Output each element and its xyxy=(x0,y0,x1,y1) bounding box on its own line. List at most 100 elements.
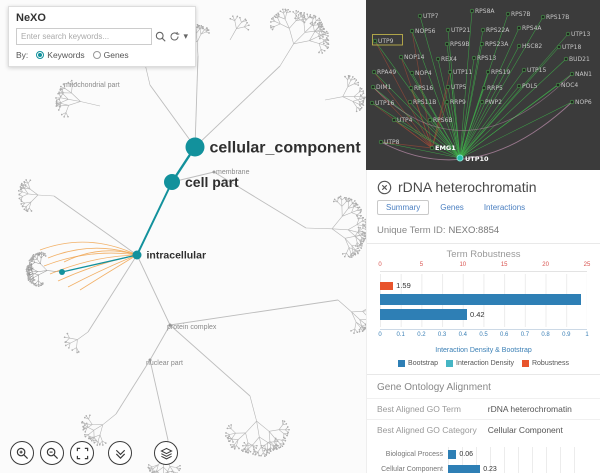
gene-node-RPS16[interactable]: RPS16 xyxy=(408,85,433,92)
svg-text:RPS4A: RPS4A xyxy=(522,25,542,32)
term-id-label: Unique Term ID: xyxy=(377,225,446,236)
svg-text:UTP13: UTP13 xyxy=(571,31,590,38)
term-node-cell-part[interactable]: cell part xyxy=(164,174,239,190)
gene-node-UTP13[interactable]: UTP13 xyxy=(565,31,590,38)
tab-interactions[interactable]: Interactions xyxy=(475,200,534,215)
svg-text:UTP9: UTP9 xyxy=(378,38,394,45)
gene-node-EMG1[interactable]: EMG1 xyxy=(429,144,456,152)
gene-node-NOP6[interactable]: NOP6 xyxy=(569,99,592,106)
gene-node-RPS17B[interactable]: RPS17B xyxy=(540,14,569,21)
gene-node-RPS23A[interactable]: RPS23A xyxy=(479,41,509,48)
gene-node-NOP4[interactable]: NOP4 xyxy=(409,70,432,77)
interaction-network[interactable]: UTP7 RPS8A RPS7B RPS17B NOP56 UTP21 RPS22A RPS4… xyxy=(366,0,600,170)
term-label-mitochondrial-part[interactable]: mitochondrial part xyxy=(64,82,120,89)
interaction-network-panel[interactable]: UTP7 RPS8A RPS7B RPS17B NOP56 UTP21 RPS22A RPS4… xyxy=(366,0,600,170)
go-bar-cellular-component xyxy=(448,465,481,473)
chevron-down-icon[interactable]: ▾ xyxy=(183,31,188,41)
gene-node-UTP11[interactable]: UTP11 xyxy=(447,69,472,76)
search-icon[interactable] xyxy=(155,31,167,42)
go-bar-biological-process xyxy=(448,450,457,459)
gene-node-RPA49[interactable]: RPA49 xyxy=(371,69,396,76)
unique-term-id: Unique Term ID:NEXO:8854 xyxy=(367,220,600,244)
robustness-chart-title: Term Robustness xyxy=(446,249,521,260)
gene-node-RPS11B[interactable]: RPS11B xyxy=(407,99,436,106)
svg-text:cell part: cell part xyxy=(185,174,239,190)
svg-text:cellular_component: cellular_component xyxy=(210,140,362,157)
svg-text:RRP5: RRP5 xyxy=(487,85,503,92)
svg-text:BUD21: BUD21 xyxy=(569,56,590,63)
reset-icon[interactable] xyxy=(169,31,180,42)
gene-node-NOP14[interactable]: NOP14 xyxy=(398,54,425,61)
term-label-membrane[interactable]: membrane xyxy=(216,169,250,176)
gene-node-NOP56[interactable]: NOP56 xyxy=(409,28,436,35)
gene-node-BUD21[interactable]: BUD21 xyxy=(563,56,590,63)
gene-node-NOC4[interactable]: NOC4 xyxy=(555,82,578,89)
gene-node-RPS9B[interactable]: RPS9B xyxy=(444,41,470,48)
bar-robustness xyxy=(380,281,394,290)
search-input[interactable] xyxy=(16,28,153,45)
gene-node-RPS22A[interactable]: RPS22A xyxy=(480,27,510,34)
zoom-out-button[interactable] xyxy=(40,441,64,465)
svg-text:UTP18: UTP18 xyxy=(562,44,581,51)
radio-keywords-label: Keywords xyxy=(47,50,85,60)
radio-genes-dot[interactable] xyxy=(92,51,101,59)
gene-node-RPS13[interactable]: RPS13 xyxy=(471,55,496,62)
radio-genes[interactable]: Genes xyxy=(92,50,129,60)
layers-button[interactable] xyxy=(154,441,178,465)
close-button[interactable] xyxy=(377,180,392,195)
gene-node-UTP7[interactable]: UTP7 xyxy=(417,13,439,20)
gene-node-UTP9[interactable]: UTP9 xyxy=(372,34,403,46)
term-label-protein-complex[interactable]: protein complex xyxy=(167,324,217,331)
radio-keywords-dot[interactable] xyxy=(36,51,45,59)
svg-text:RRP9: RRP9 xyxy=(450,99,466,106)
gene-node-RPS7B[interactable]: RPS7B xyxy=(505,11,531,18)
gene-node-RRP5[interactable]: RRP5 xyxy=(481,85,503,92)
close-icon xyxy=(377,180,392,194)
gene-node-UTP8[interactable]: UTP8 xyxy=(378,139,400,146)
gene-node-UTP15[interactable]: UTP15 xyxy=(521,67,546,74)
gene-node-RPS8A[interactable]: RPS8A xyxy=(469,8,495,15)
gene-node-UTP5[interactable]: UTP5 xyxy=(445,84,467,91)
gene-node-PWP2[interactable]: PWP2 xyxy=(479,99,502,106)
gene-node-NAN1[interactable]: NAN1 xyxy=(569,71,592,78)
svg-text:RPS16: RPS16 xyxy=(414,85,433,92)
gene-node-RPS19[interactable]: RPS19 xyxy=(485,69,510,76)
bar-interaction-density xyxy=(380,309,467,320)
svg-text:UTP4: UTP4 xyxy=(397,117,413,124)
gene-node-UTP16[interactable]: UTP16 xyxy=(369,100,394,107)
term-id-value: NEXO:8854 xyxy=(448,225,500,236)
svg-text:intracellular: intracellular xyxy=(147,250,207,262)
svg-text:NOP56: NOP56 xyxy=(415,28,436,35)
fit-to-screen-button[interactable] xyxy=(70,441,94,465)
svg-text:UTP21: UTP21 xyxy=(451,27,470,34)
svg-text:RPS23A: RPS23A xyxy=(485,41,509,48)
gene-node-HSC82[interactable]: HSC82 xyxy=(516,43,542,50)
gene-node-RPS4A[interactable]: RPS4A xyxy=(516,25,542,32)
gene-node-UTP18[interactable]: UTP18 xyxy=(556,44,581,51)
svg-text:POL5: POL5 xyxy=(522,83,538,90)
gene-node-DIM1[interactable]: DIM1 xyxy=(370,84,392,91)
zoom-in-button[interactable] xyxy=(10,441,34,465)
gene-node-RPS6B[interactable]: RPS6B xyxy=(427,117,453,124)
gene-node-UTP4[interactable]: UTP4 xyxy=(391,117,413,124)
svg-text:NOP6: NOP6 xyxy=(575,99,592,106)
term-node-cellular-component[interactable]: cellular_component xyxy=(185,137,362,157)
tab-summary[interactable]: Summary xyxy=(377,200,430,215)
gene-node-RRP9[interactable]: RRP9 xyxy=(444,99,466,106)
gene-node-UTP10[interactable]: UTP10 xyxy=(456,154,489,163)
term-title: rDNA heterochromatin xyxy=(398,179,537,195)
term-label-nuclear-part[interactable]: nuclear part xyxy=(146,360,183,367)
radio-keywords[interactable]: Keywords xyxy=(36,50,85,60)
gene-node-REX4[interactable]: REX4 xyxy=(435,56,457,63)
term-node-intracellular[interactable]: intracellular xyxy=(132,250,207,262)
svg-text:RPA49: RPA49 xyxy=(377,69,396,76)
gene-node-POL5[interactable]: POL5 xyxy=(516,83,538,90)
expand-all-button[interactable] xyxy=(108,441,132,465)
gene-node-UTP21[interactable]: UTP21 xyxy=(445,27,470,34)
tab-genes[interactable]: Genes xyxy=(431,200,473,215)
